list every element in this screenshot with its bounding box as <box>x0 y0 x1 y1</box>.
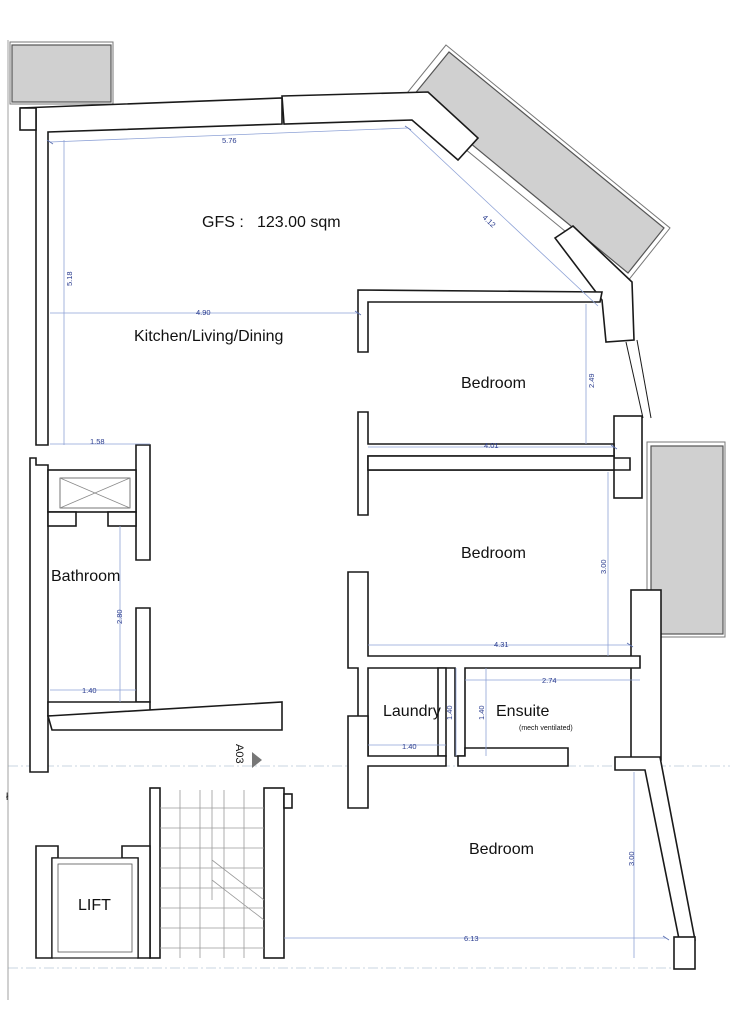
dim-living-diagonal: 4.12 <box>481 213 498 230</box>
dim-bedroom2-height: 3.00 <box>599 559 608 574</box>
lift-shaft <box>57 863 133 953</box>
left-edge-mark: ł <box>6 792 9 803</box>
dim-bedroom3-height: 3.00 <box>627 851 636 866</box>
dim-ensuite-height: 1.40 <box>477 705 486 720</box>
dim-living-width: 5.76 <box>222 136 237 145</box>
room-label-laundry: Laundry <box>383 703 441 720</box>
exterior-walls <box>19 91 696 970</box>
service-shaft <box>59 477 131 509</box>
dim-ensuite-width: 2.74 <box>542 676 557 685</box>
room-label-bedroom-2: Bedroom <box>461 545 526 562</box>
dimension-lines <box>46 125 670 958</box>
gfs-value: 123.00 sqm <box>257 214 341 231</box>
dim-bedroom2-width: 4.31 <box>494 640 509 649</box>
room-label-ensuite: Ensuite <box>496 703 549 720</box>
dim-laundry-height: 1.40 <box>445 705 454 720</box>
dim-corridor-width: 1.58 <box>90 437 105 446</box>
room-label-lift: LIFT <box>78 897 111 914</box>
dim-bedroom1-height: 2.49 <box>587 373 596 388</box>
room-label-kitchen: Kitchen/Living/Dining <box>134 328 283 345</box>
dim-bedroom1-width: 4.01 <box>484 441 499 450</box>
room-label-bedroom-3: Bedroom <box>469 841 534 858</box>
dim-bathroom-width: 1.40 <box>82 686 97 695</box>
gfs-label: GFS : <box>202 214 244 231</box>
room-label-bathroom: Bathroom <box>51 568 120 585</box>
section-arrow-icon <box>252 752 262 768</box>
balcony-northeast <box>402 44 671 283</box>
interior-walls <box>35 289 641 959</box>
staircase <box>160 790 265 958</box>
room-label-bedroom-1: Bedroom <box>461 375 526 392</box>
dim-laundry-width: 1.40 <box>402 742 417 751</box>
dim-bathroom-height: 2.80 <box>115 609 124 624</box>
dim-bedroom3-width: 6.13 <box>464 934 479 943</box>
room-note-ensuite: (mech ventilated) <box>519 725 573 732</box>
section-label: A03 <box>233 744 245 764</box>
balcony-top-left <box>9 41 114 105</box>
dim-living-height: 5.18 <box>65 271 74 286</box>
exterior-wall-east-thin <box>625 341 644 419</box>
dim-living-inner: 4.90 <box>196 308 211 317</box>
